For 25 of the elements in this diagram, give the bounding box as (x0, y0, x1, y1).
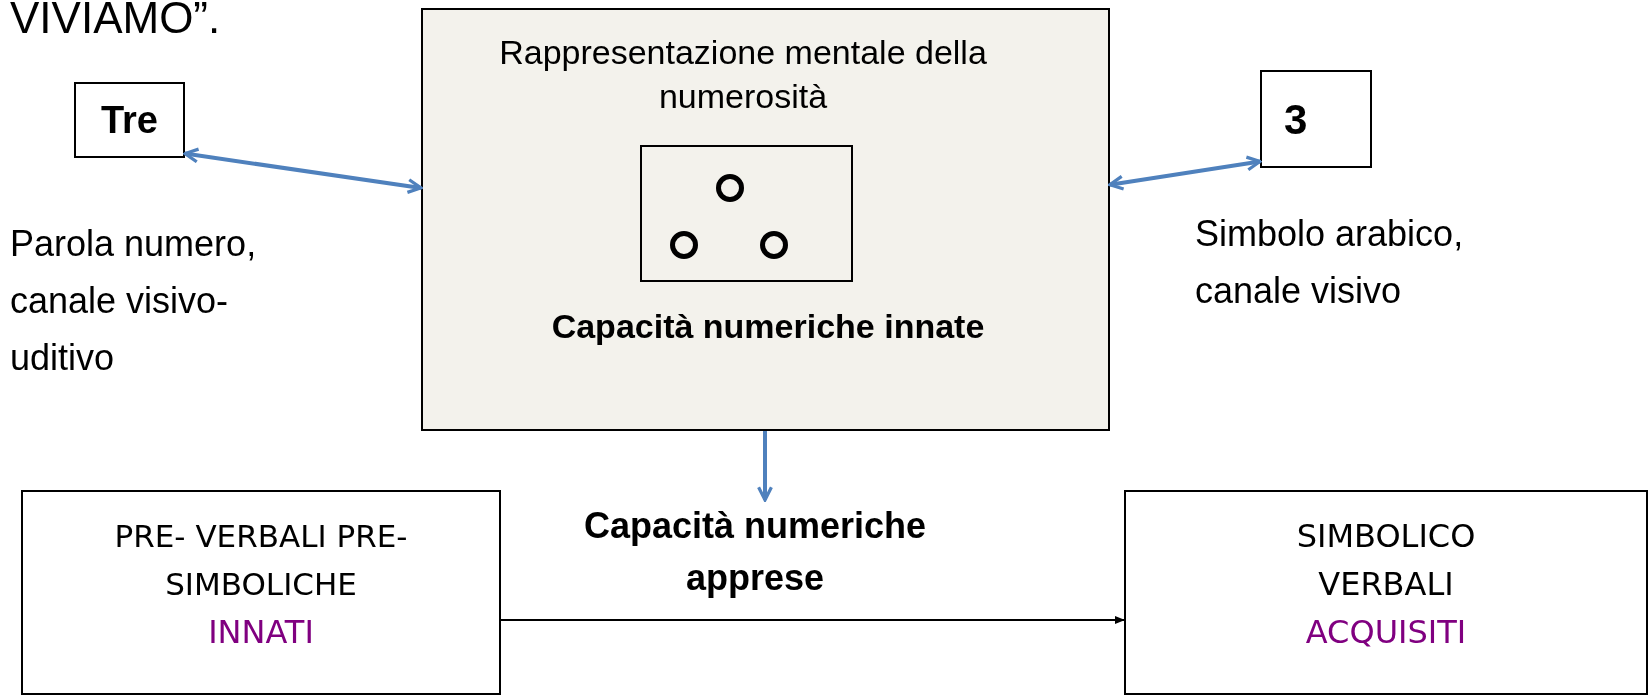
arrow (183, 147, 423, 194)
category-tag: ACQUISITI (1126, 608, 1646, 656)
category-box (1124, 490, 1648, 695)
number-word: Tre (99, 98, 159, 143)
node-caption: Simbolo arabico, canale visivo (1195, 212, 1465, 313)
category-text: SIMBOLICO VERBALI (1295, 516, 1477, 605)
arrow (500, 616, 1125, 624)
representation-panel (421, 8, 1110, 431)
panel-heading: Rappresentazione mentale della numerosità (498, 32, 988, 117)
arrow (757, 431, 773, 502)
panel-subtitle: Capacità numeriche innate (550, 306, 986, 347)
arrow (1108, 155, 1262, 191)
circle-mark (716, 174, 744, 202)
slide-text: VIVIAMO”. (10, 0, 221, 44)
node-caption: Parola numero, canale visivo-uditivo (10, 222, 258, 380)
arabic-digit: 3 (1283, 95, 1309, 145)
circle-mark (670, 231, 698, 259)
learned-abilities-text: Capacità numeriche apprese (582, 504, 928, 600)
word-box (74, 82, 185, 158)
circle-mark (760, 231, 788, 259)
category-tag: INNATI (23, 608, 499, 656)
category-text: PRE- VERBALI PRE-SIMBOLICHE (113, 517, 409, 604)
dots-box (640, 145, 853, 282)
category-box (21, 490, 501, 695)
symbol-box (1260, 70, 1372, 168)
